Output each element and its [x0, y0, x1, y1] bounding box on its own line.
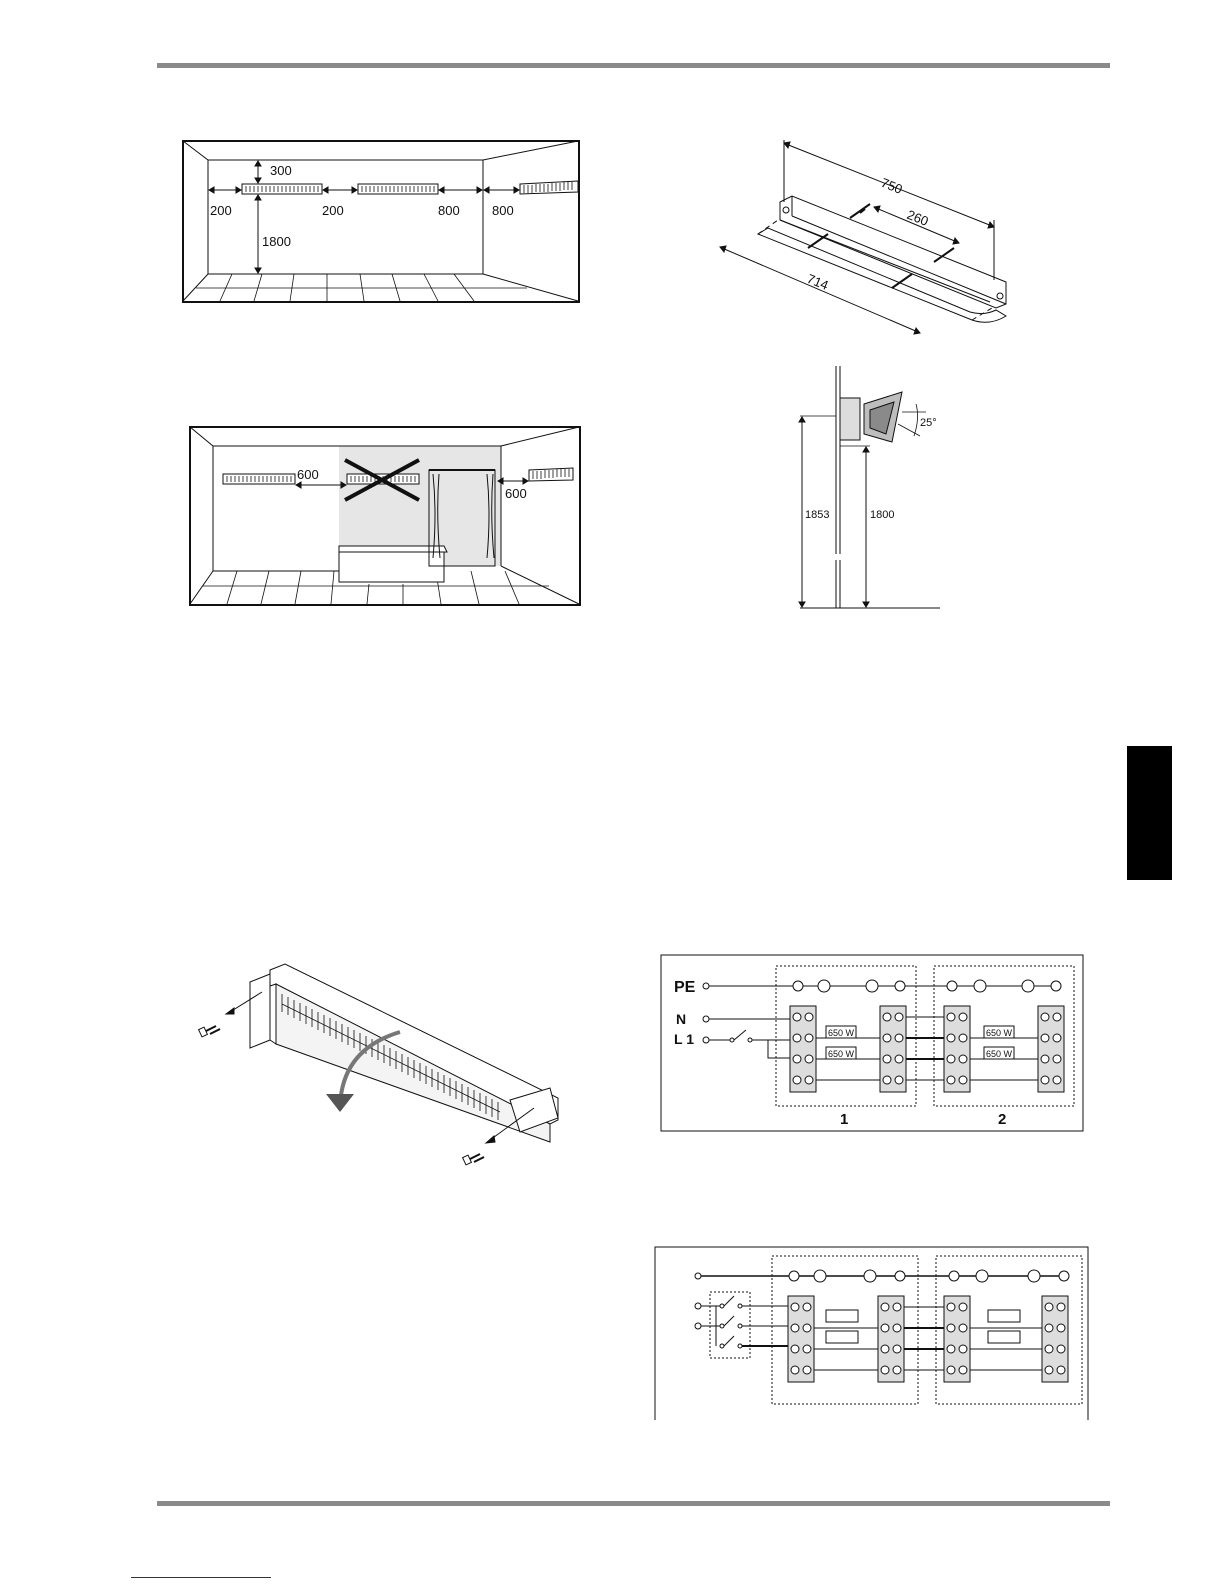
fig4-dim-angle: 25° — [920, 417, 937, 429]
figure-room-distances: 300 200 200 800 800 1800 — [182, 140, 582, 306]
fig1-dim-mid: 200 — [322, 203, 344, 218]
heater-2b-rating: 650 W — [986, 1049, 1013, 1059]
fig2-dim-right: 600 — [505, 486, 527, 501]
heater-2 — [358, 184, 438, 194]
switch-icon — [716, 1296, 742, 1348]
fig1-dim-height: 1800 — [262, 234, 291, 249]
heater-1a-rating: 650 W — [828, 1028, 855, 1038]
fig4-dim-left: 1853 — [805, 509, 829, 521]
figure-open-heater — [190, 960, 570, 1178]
unit-1-label: 1 — [840, 1111, 848, 1128]
bathtub — [339, 546, 447, 582]
fig3-dim-front: 714 — [805, 271, 831, 293]
fig1-dim-right-a: 800 — [438, 203, 460, 218]
heater-1 — [242, 184, 322, 194]
fig2-dim-left: 600 — [297, 467, 319, 482]
figure-wiring-diagram-double — [654, 1246, 1090, 1422]
switch-icon — [730, 1030, 752, 1042]
heater-right — [529, 468, 573, 481]
figure-side-mounting-height: 25° 1853 1800 — [790, 364, 950, 614]
figure-wiring-diagram-single: PE N L 1 — [660, 954, 1086, 1134]
heater-2a-rating: 650 W — [986, 1028, 1013, 1038]
section-tab-marker — [1127, 746, 1172, 880]
fig1-dim-top: 300 — [270, 163, 292, 178]
top-rule — [157, 63, 1110, 68]
heater-1b-rating: 650 W — [828, 1049, 855, 1059]
fig3-dim-total: 750 — [879, 175, 905, 197]
heater-left — [223, 474, 295, 484]
label-pe: PE — [674, 979, 696, 996]
unit-2-label: 2 — [998, 1111, 1006, 1128]
label-n: N — [676, 1011, 686, 1027]
heater-side-view — [840, 392, 902, 442]
fig4-dim-right: 1800 — [870, 509, 894, 521]
figure-bathroom-zone: 600 600 — [189, 426, 584, 611]
fig1-dim-right-b: 800 — [492, 203, 514, 218]
heater-3 — [520, 181, 578, 194]
footer-link-line[interactable] — [131, 1576, 271, 1578]
label-l1: L 1 — [674, 1031, 694, 1047]
fig3-dim-holes: 260 — [905, 207, 931, 229]
figure-bracket-dimensions: 750 260 714 — [710, 130, 1020, 345]
bottom-rule — [157, 1501, 1110, 1506]
fig1-dim-left: 200 — [210, 203, 232, 218]
